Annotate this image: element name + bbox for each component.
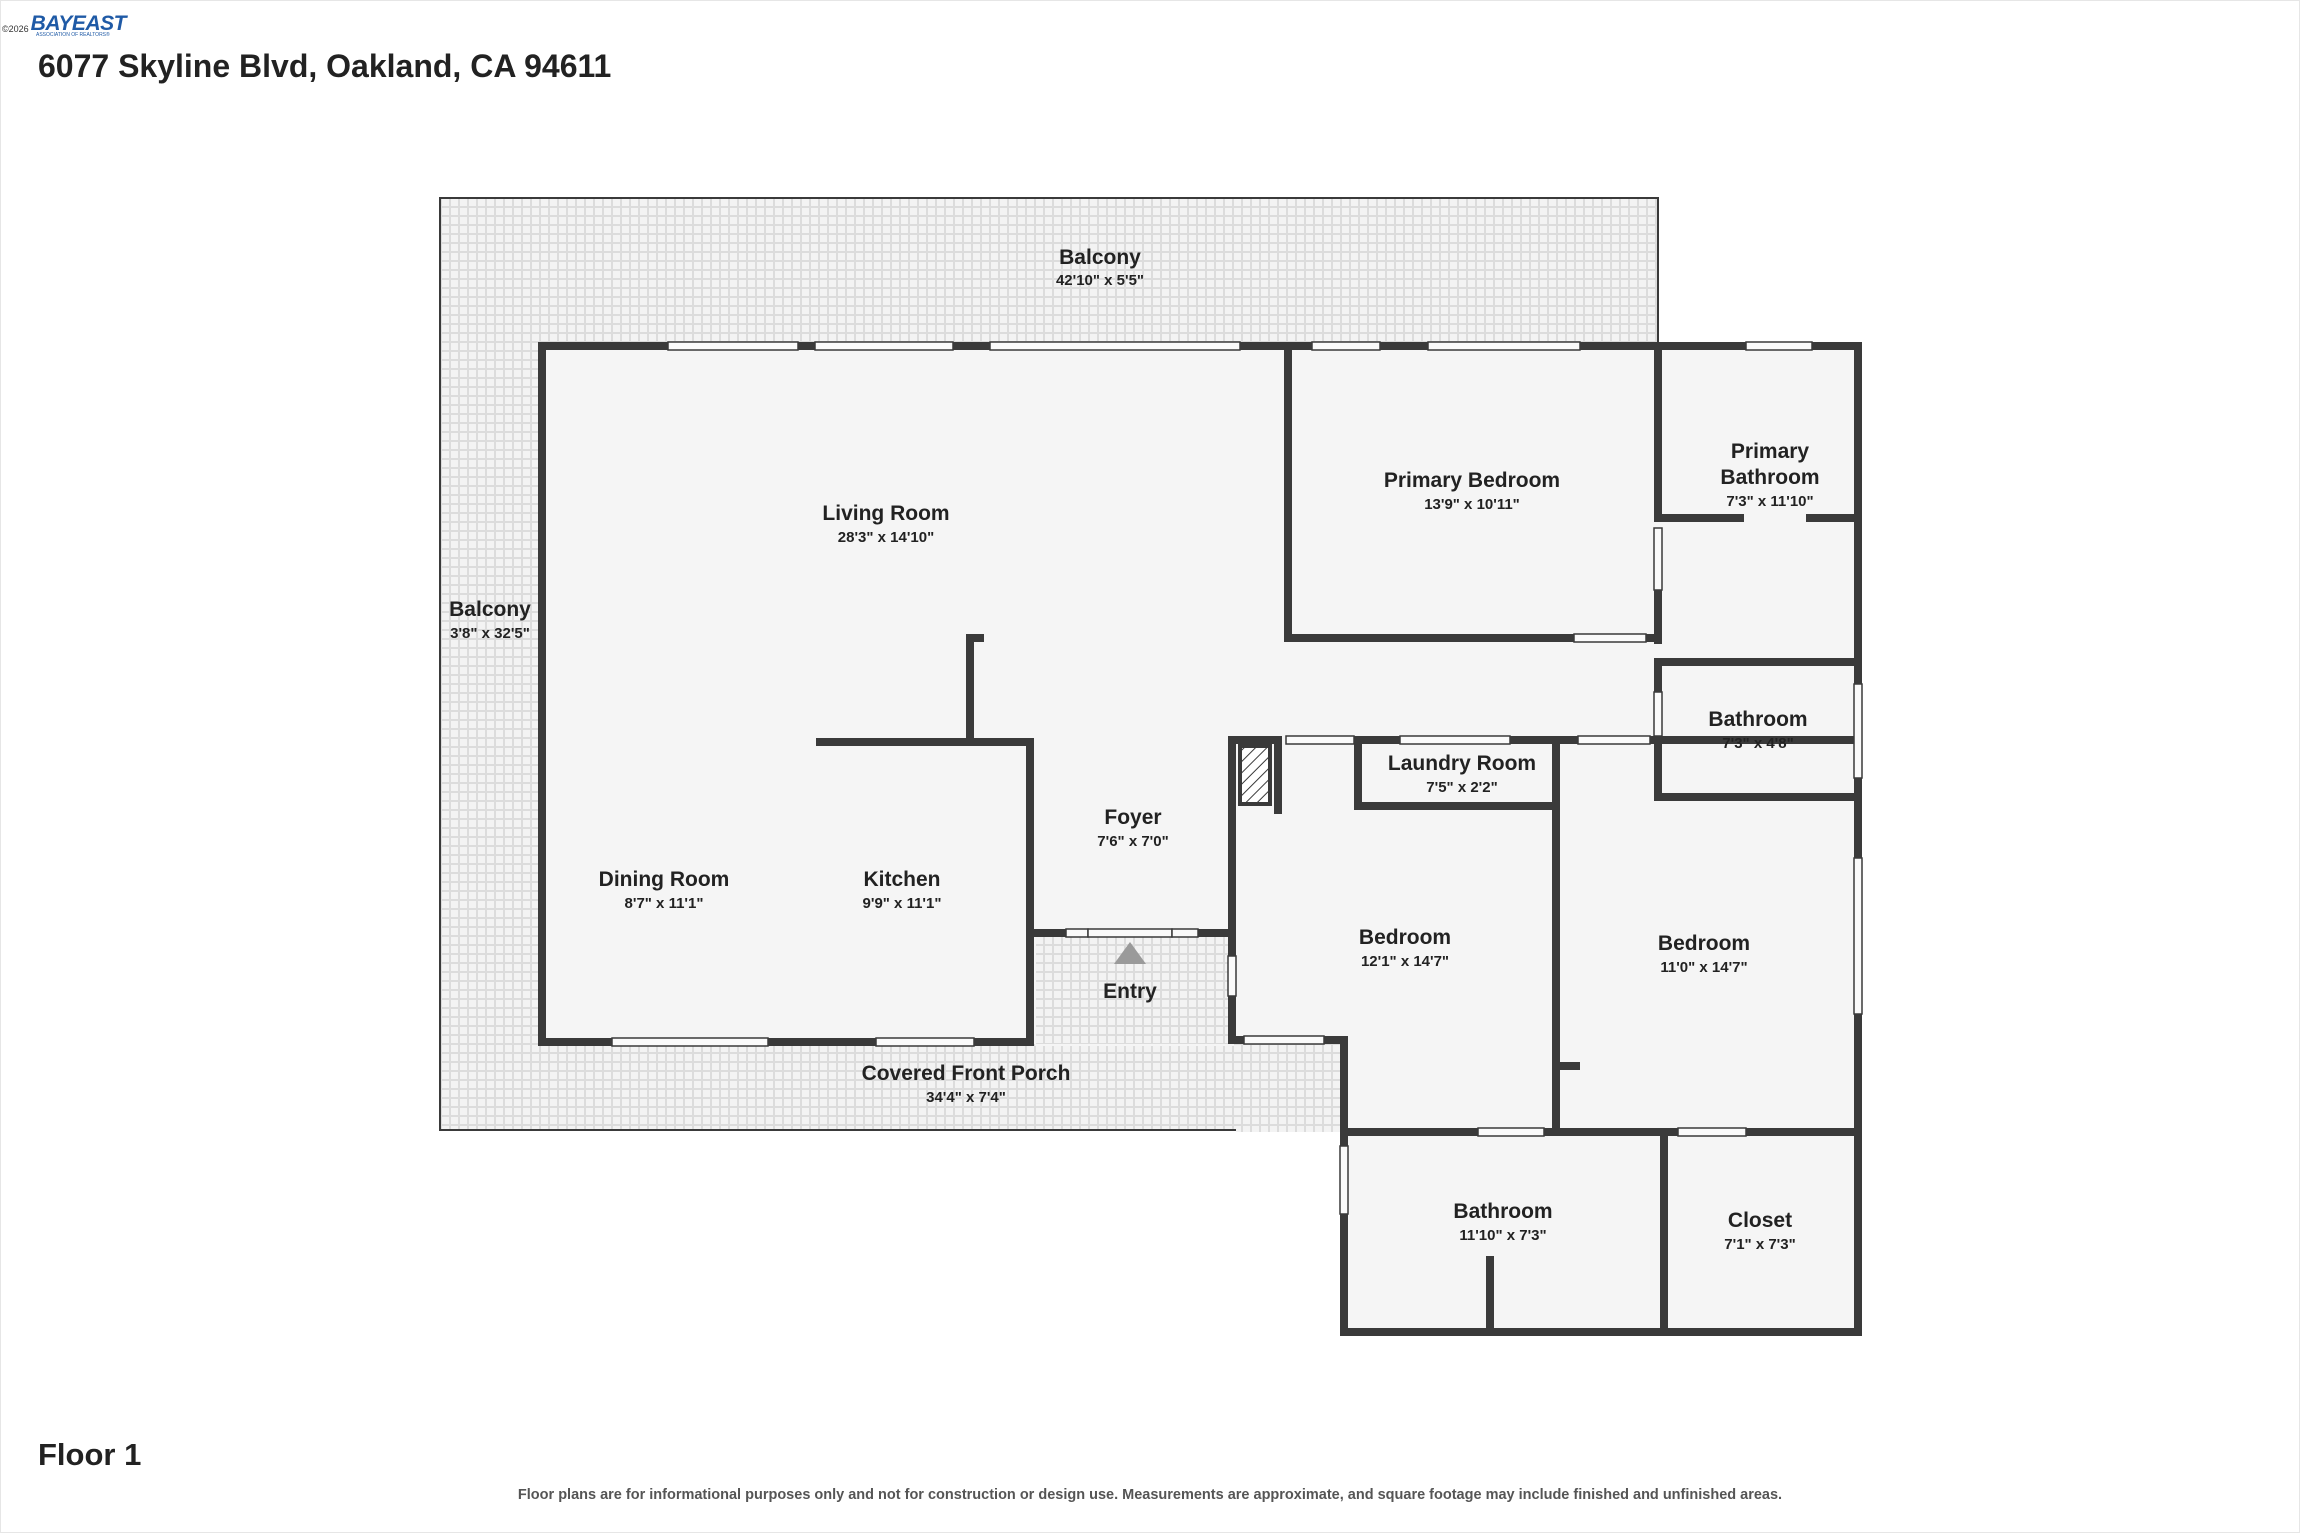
bathroom-lower-name: Bathroom (1453, 1200, 1552, 1223)
room-labels: Balcony 42'10" x 5'5" Balcony 3'8" x 32'… (449, 246, 1819, 1253)
logo-wordmark: BAYEAST (30, 12, 127, 35)
foyer-name: Foyer (1104, 806, 1161, 829)
interior-floor (542, 346, 1858, 1331)
kitchen-dims: 9'9" x 11'1" (863, 895, 942, 912)
primary-bathroom-dims: 7'3" x 11'10" (1726, 493, 1813, 510)
kitchen-name: Kitchen (863, 868, 940, 891)
logo-subtext: ASSOCIATION OF REALTORS® (36, 32, 110, 38)
laundry-room-dims: 7'5" x 2'2" (1426, 779, 1497, 796)
balcony-top-name: Balcony (1059, 246, 1141, 269)
floor-label: Floor 1 (38, 1437, 142, 1472)
primary-bathroom-name-2: Bathroom (1720, 466, 1819, 489)
closet-name: Closet (1728, 1209, 1792, 1232)
balcony-top-dims: 42'10" x 5'5" (1056, 272, 1144, 289)
dining-room-name: Dining Room (599, 868, 730, 891)
living-room-dims: 28'3" x 14'10" (838, 529, 934, 546)
bedroom-b-name: Bedroom (1658, 932, 1750, 955)
foyer-dims: 7'6" x 7'0" (1097, 833, 1168, 850)
bathroom-hall-dims: 7'3" x 4'8" (1722, 735, 1793, 752)
dining-room-dims: 8'7" x 11'1" (625, 895, 704, 912)
windows (611, 341, 1863, 1215)
bathroom-hall-name: Bathroom (1708, 708, 1807, 731)
entry-name: Entry (1103, 980, 1157, 1003)
bedroom-a-name: Bedroom (1359, 926, 1451, 949)
balcony-left-name: Balcony (449, 598, 531, 621)
primary-bathroom-name-1: Primary (1731, 440, 1810, 463)
laundry-room-name: Laundry Room (1388, 752, 1536, 775)
copyright-text: ©2026 (2, 24, 29, 34)
entry-arrow-icon (1114, 942, 1146, 964)
living-room-name: Living Room (822, 502, 949, 525)
bayeast-logo: ©2026 BAYEAST ASSOCIATION OF REALTORS® (2, 10, 127, 38)
primary-bedroom-name: Primary Bedroom (1384, 469, 1560, 492)
property-address: 6077 Skyline Blvd, Oakland, CA 94611 (38, 48, 612, 84)
closet-dims: 7'1" x 7'3" (1724, 1236, 1795, 1253)
porch-dims: 34'4" x 7'4" (926, 1089, 1006, 1106)
primary-bedroom-dims: 13'9" x 10'11" (1424, 496, 1520, 513)
bedroom-a-dims: 12'1" x 14'7" (1361, 953, 1449, 970)
porch-name: Covered Front Porch (862, 1062, 1071, 1085)
hatched-column (1238, 744, 1272, 806)
bathroom-lower-dims: 11'10" x 7'3" (1459, 1227, 1546, 1244)
balcony-left-dims: 3'8" x 32'5" (450, 625, 530, 642)
disclaimer-text: Floor plans are for informational purpos… (517, 1487, 1783, 1503)
bedroom-b-dims: 11'0" x 14'7" (1660, 959, 1747, 976)
